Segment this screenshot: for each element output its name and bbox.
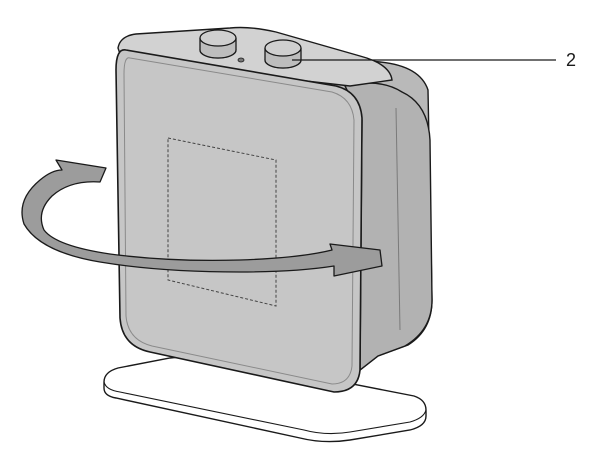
grille-outline (167, 137, 277, 307)
heater-top (117, 26, 393, 87)
callout-label: 2 (566, 50, 576, 70)
rotation-arrow-icon (21, 159, 383, 277)
indicator-light (237, 57, 245, 63)
heater-front-panel (115, 49, 363, 393)
control-knob-left (199, 29, 237, 59)
callout-2: 2 (292, 50, 576, 70)
control-knob (264, 39, 302, 69)
